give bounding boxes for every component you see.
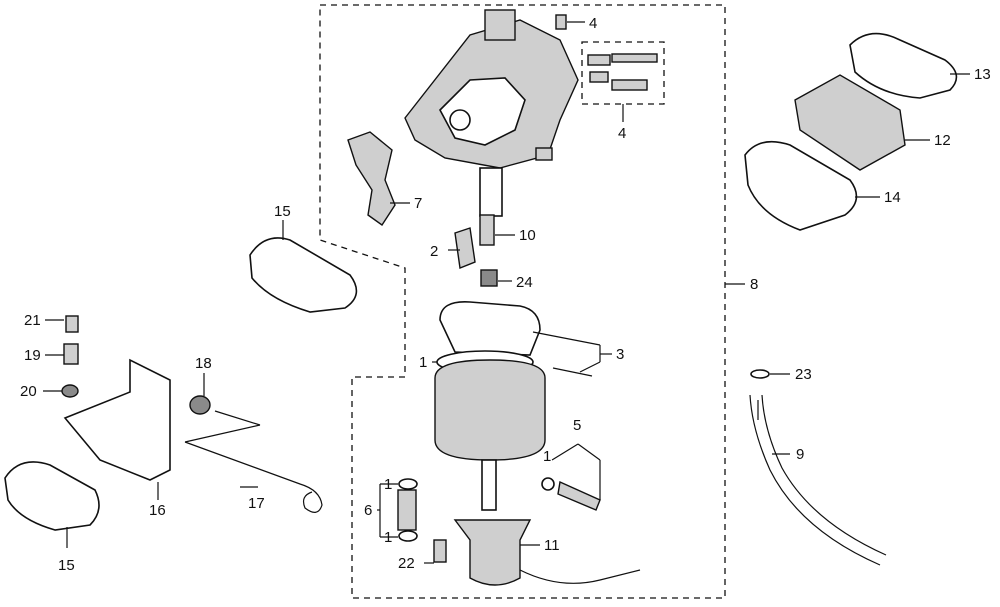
part4-screw-set: [587, 53, 658, 91]
grommet-18: [189, 395, 211, 415]
needle-clip: [454, 227, 476, 269]
label-13: 13: [974, 66, 991, 83]
solenoid-wire: [519, 569, 641, 584]
nut-20: [61, 384, 79, 398]
part-labels: 4 4 7 10 2 24 3 1 5 1 8 1 6 1 11 22 13 1…: [20, 15, 991, 574]
label-3: 3: [616, 346, 624, 363]
label-19: 19: [24, 347, 41, 364]
bracket-16: [63, 358, 171, 481]
drain-washer-b: [398, 530, 418, 542]
float-pin: [552, 367, 593, 377]
label-15-top: 15: [274, 203, 291, 220]
fuel-tube: [749, 394, 881, 566]
label-11: 11: [544, 537, 560, 554]
label-5: 5: [573, 417, 581, 434]
mixture-oring: [541, 477, 555, 491]
label-16: 16: [149, 502, 166, 519]
gasket-14: [744, 140, 858, 231]
solenoid-screw: [433, 539, 447, 563]
label-2: 2: [430, 243, 438, 260]
float-needle: [479, 214, 495, 246]
label-24: 24: [516, 274, 533, 291]
label-9: 9: [796, 446, 804, 463]
gasket-13: [849, 32, 958, 99]
fuel-tube-edge: [761, 394, 887, 556]
label-4-top: 4: [589, 15, 597, 32]
carburetor-body: [404, 9, 579, 217]
choke-lever: [347, 131, 396, 226]
label-4-mid: 4: [618, 125, 626, 142]
label-21: 21: [24, 312, 41, 329]
gasket-15-top: [249, 237, 358, 313]
label-18: 18: [195, 355, 212, 372]
part4-set-box: [581, 41, 665, 105]
label-1-b: 1: [384, 476, 392, 493]
label-6: 6: [364, 502, 372, 519]
label-15-bottom: 15: [58, 557, 75, 574]
main-jet: [480, 269, 498, 287]
label-7: 7: [414, 195, 422, 212]
label-1-a: 1: [543, 448, 551, 465]
gasket-15-bottom: [4, 461, 100, 531]
insulator-12: [794, 74, 906, 171]
leader-lines: [43, 21, 970, 564]
drain-washer-a: [398, 478, 418, 490]
hose-clip-23: [750, 369, 770, 379]
float-chamber: [434, 359, 546, 461]
chamber-drain: [481, 459, 497, 511]
label-1-c: 1: [384, 529, 392, 546]
label-14: 14: [884, 189, 901, 206]
fitting-19: [63, 343, 79, 365]
float: [439, 301, 541, 356]
mixture-screw: [557, 480, 601, 511]
label-1-top: 1: [419, 354, 427, 371]
label-22: 22: [398, 555, 415, 572]
choke-rod-17: [184, 441, 323, 513]
fuel-cut-solenoid: [453, 519, 532, 586]
label-10: 10: [519, 227, 536, 244]
label-12: 12: [934, 132, 951, 149]
part4-screw-top: [555, 14, 567, 30]
screw-21: [65, 315, 79, 333]
drain-bolt: [397, 489, 417, 531]
label-23: 23: [795, 366, 812, 383]
label-17: 17: [248, 495, 265, 512]
label-20: 20: [20, 383, 37, 400]
label-8: 8: [750, 276, 758, 293]
